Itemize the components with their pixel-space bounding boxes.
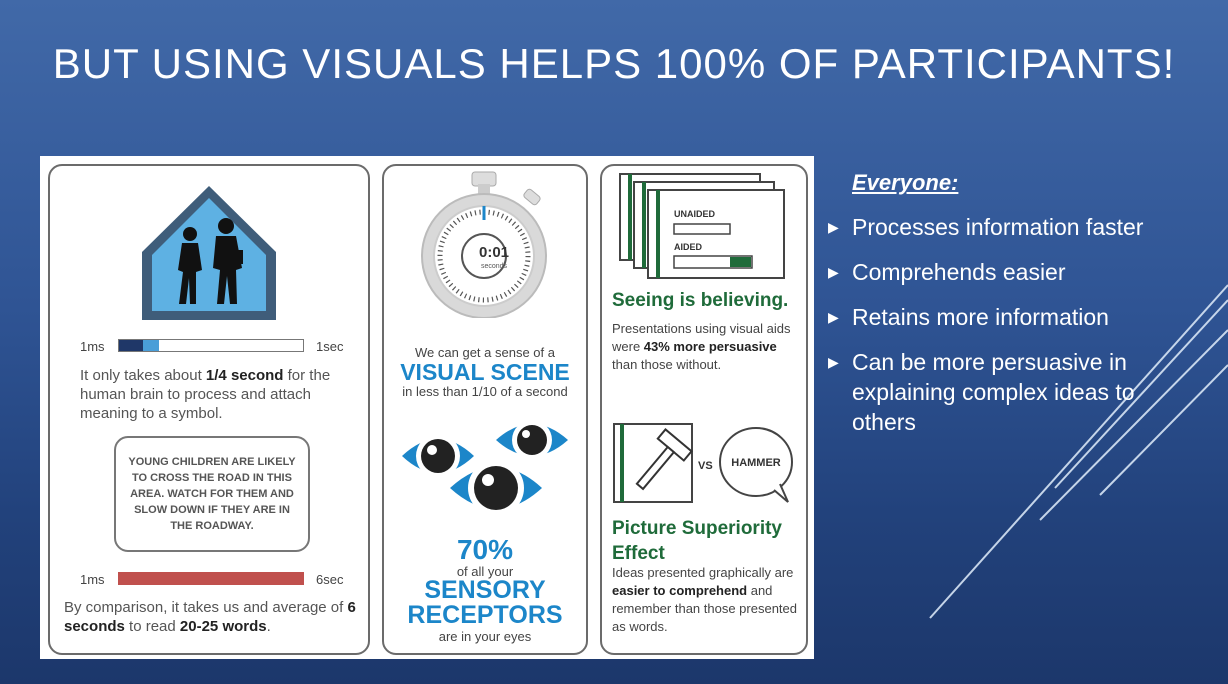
aided-label: AIDED [674, 242, 703, 252]
scale-bottom-max: 6sec [316, 572, 344, 587]
percent-seventy: 70% [456, 534, 514, 565]
bullet-arrow-icon: ▶ [828, 219, 839, 235]
receptors-heading: RECEPTORS [407, 601, 563, 629]
bullet-arrow-icon: ▶ [828, 264, 839, 280]
infographic: 1ms 1sec It only takes about 1/4 second … [40, 156, 814, 659]
sensory-heading: SENSORY [424, 576, 546, 604]
picture-superiority-heading: Picture Superiority Effect [612, 518, 782, 564]
ideas-text: Ideas presented graphically are easier t… [612, 565, 797, 634]
persuasive-text: Presentations using visual aids were 43%… [612, 321, 791, 372]
timer-value: 0:01 [478, 244, 510, 261]
documents-icon [619, 173, 785, 279]
road-sign-text-box: YOUNG CHILDREN ARE LIKELY TO CROSS THE R… [114, 436, 310, 552]
bullet-arrow-icon: ▶ [828, 354, 839, 370]
scale-bottom-min: 1ms [80, 572, 105, 587]
bullet-item: ▶Can be more persuasive in explaining co… [828, 349, 1135, 435]
panel-visual-scene: 0:01 seconds We can get a sense of a VIS… [382, 164, 588, 655]
everyone-heading: Everyone: [852, 170, 959, 195]
scale-bar-bottom [118, 572, 304, 585]
school-crossing-sign-icon [142, 186, 276, 320]
less-than-text: in less than 1/10 of a second [402, 384, 568, 399]
scale-bar-top-fill-dark [119, 340, 143, 351]
reading-time-text: By comparison, it takes us and average o… [64, 599, 356, 635]
scale-top-min: 1ms [80, 339, 105, 354]
bullet-item: ▶Processes information faster [828, 214, 1144, 240]
timer-unit: seconds [480, 263, 508, 270]
scale-bar-top [118, 339, 304, 352]
hammer-word: HAMMER [731, 457, 781, 469]
unaided-label: UNAIDED [674, 209, 716, 219]
bullet-arrow-icon: ▶ [828, 309, 839, 325]
benefit-list: ▶Processes information faster ▶Comprehen… [826, 212, 1186, 452]
symbol-time-text: It only takes about 1/4 second for the h… [80, 367, 331, 422]
vs-label: VS [698, 460, 713, 472]
bullet-item: ▶Retains more information [828, 304, 1109, 330]
panel-persuasion: UNAIDED AIDED Seeing is believing. Prese… [600, 164, 808, 655]
stopwatch-icon [421, 171, 547, 318]
bullet-item: ▶Comprehends easier [828, 259, 1066, 285]
road-sign-text: YOUNG CHILDREN ARE LIKELY TO CROSS THE R… [128, 456, 296, 532]
visual-scene-heading: VISUAL SCENE [400, 359, 570, 385]
hammer-icon [613, 423, 693, 503]
panel-symbol-vs-text: 1ms 1sec It only takes about 1/4 second … [48, 164, 370, 655]
seeing-is-believing-heading: Seeing is believing. [612, 290, 789, 311]
slide-title: BUT USING VISUALS HELPS 100% OF PARTICIP… [52, 40, 1176, 87]
sense-line: We can get a sense of a [415, 345, 555, 360]
in-your-eyes-text: are in your eyes [438, 629, 532, 644]
eyes-icon [402, 420, 568, 516]
speech-bubble-icon [719, 427, 793, 503]
of-all-your-text: of all your [456, 564, 514, 579]
scale-bar-top-fill-light [143, 340, 159, 351]
scale-top-max: 1sec [316, 339, 344, 354]
